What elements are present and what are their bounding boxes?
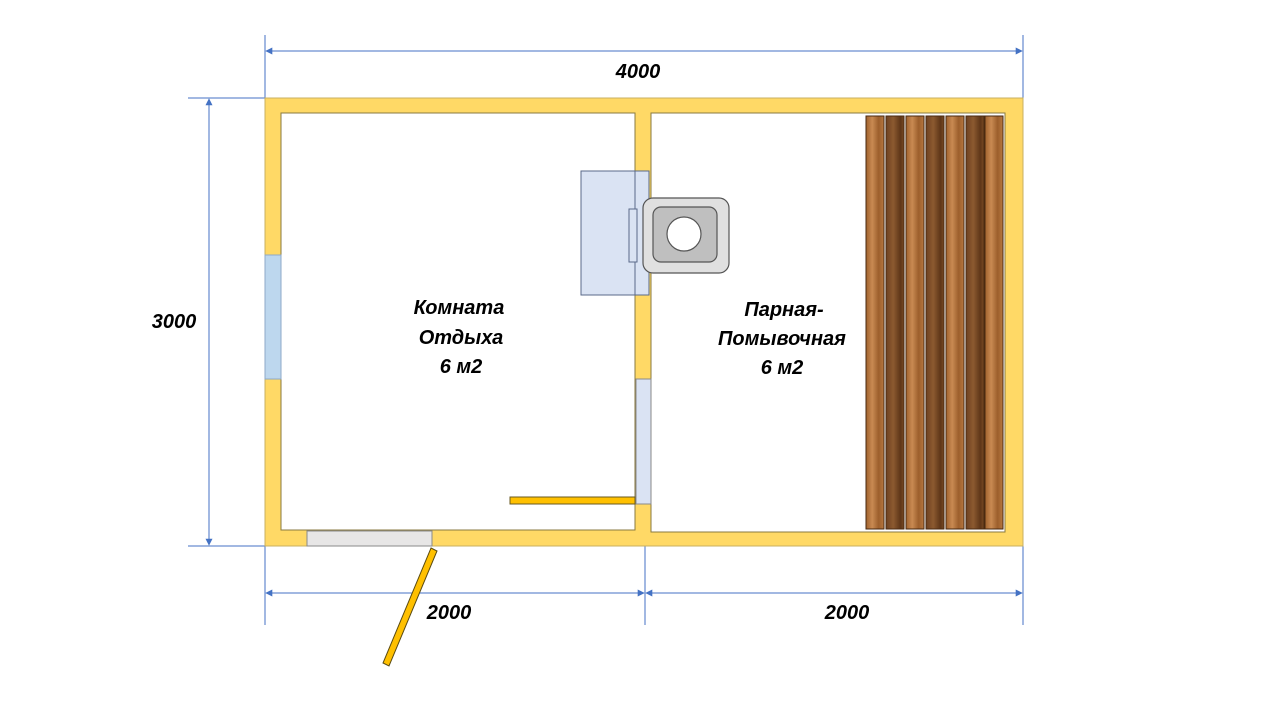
- bench-plank: [945, 115, 965, 530]
- dimension-label-bottom-right: 2000: [824, 602, 870, 624]
- stove-chimney-icon: [666, 216, 702, 252]
- stove-firebox: [580, 170, 636, 296]
- bench-plank: [905, 115, 925, 530]
- interior-door-opening: [635, 378, 652, 505]
- rest-room-floor: [280, 112, 636, 531]
- window-left: [264, 254, 282, 380]
- bench-plank: [984, 115, 1004, 530]
- entrance-door-leaf: [382, 547, 438, 667]
- dimension-label-top: 4000: [615, 61, 661, 83]
- bench-plank: [865, 115, 885, 530]
- steam-room-label-area: 6 м2: [761, 357, 804, 379]
- entrance-door-opening: [306, 530, 433, 547]
- rest-room-label-area: 6 м2: [440, 356, 483, 378]
- dimension-label-left: 3000: [152, 311, 197, 333]
- rest-room-label: Комната Отдыха 6 м2: [414, 297, 505, 378]
- steam-room-label-line1: Парная-: [744, 299, 824, 321]
- steam-room-label: Парная- Помывочная 6 м2: [718, 299, 846, 379]
- bench-plank: [885, 115, 905, 530]
- rest-room-label-line2: Отдыха: [419, 327, 504, 349]
- rest-room-label-line1: Комната: [414, 297, 505, 319]
- bench-planks: [865, 115, 1004, 530]
- interior-door-leaf: [509, 496, 636, 505]
- bench-plank: [965, 115, 985, 530]
- steam-room-label-line2: Помывочная: [718, 328, 846, 350]
- stove-door-frame: [628, 208, 638, 263]
- dimension-label-bottom-left: 2000: [426, 602, 472, 624]
- bench-plank: [925, 115, 945, 530]
- dimension-lines: [188, 35, 1024, 625]
